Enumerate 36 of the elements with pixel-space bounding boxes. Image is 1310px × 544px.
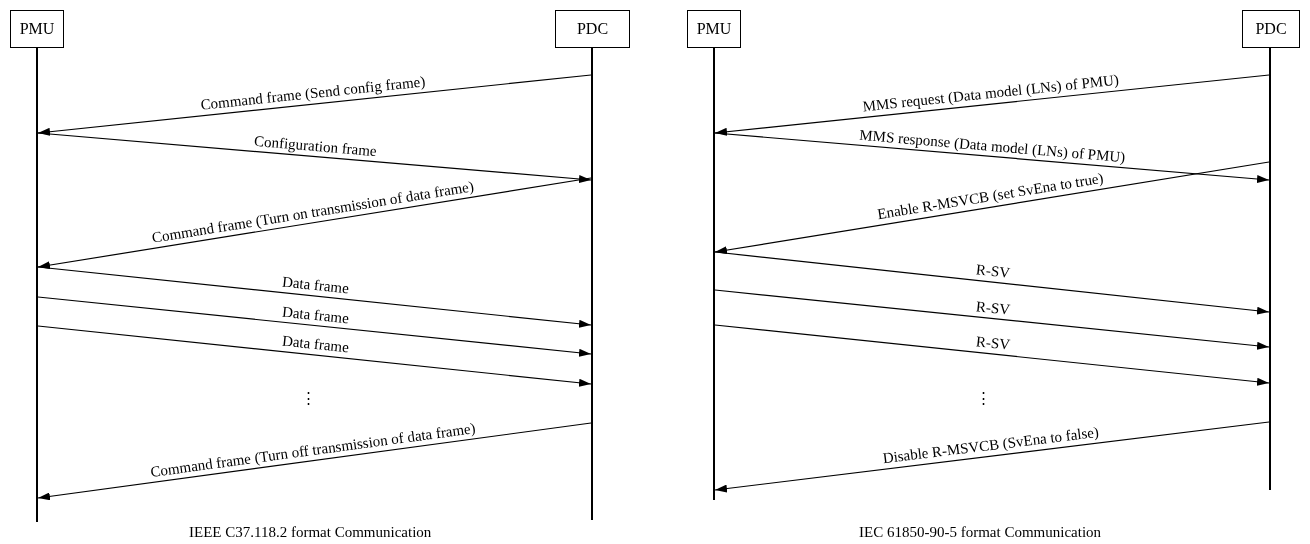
edge-label: Disable R-MSVCB (SvEna to false) bbox=[882, 423, 1100, 467]
arrow bbox=[714, 74, 1270, 136]
arrow bbox=[714, 132, 1270, 183]
arrow bbox=[714, 324, 1270, 386]
continuation-dots: ⋮ bbox=[300, 390, 316, 406]
edge-label: MMS request (Data model (LNs) of PMU) bbox=[862, 71, 1120, 115]
edge-label: Command frame (Send config frame) bbox=[200, 73, 427, 113]
edge-label: Data frame bbox=[281, 332, 350, 356]
arrow bbox=[37, 132, 592, 183]
edge-label: Command frame (Turn off transmission of data frame) bbox=[149, 419, 477, 480]
arrow bbox=[37, 74, 592, 136]
arrow bbox=[714, 289, 1270, 350]
arrow bbox=[714, 161, 1270, 254]
edge-label: R-SV bbox=[975, 333, 1012, 353]
edge-label: Data frame bbox=[281, 273, 350, 297]
caption: IEC 61850-90-5 format Communication bbox=[859, 524, 1102, 540]
arrow bbox=[37, 296, 592, 357]
continuation-dots: ⋮ bbox=[975, 390, 991, 406]
caption: IEEE C37.118.2 format Communication bbox=[189, 524, 432, 540]
arrow bbox=[37, 325, 592, 387]
edge-label: MMS response (Data model (LNs) of PMU) bbox=[859, 126, 1127, 165]
edge-label: Data frame bbox=[281, 303, 350, 326]
arrow bbox=[714, 421, 1270, 493]
edge-label: R-SV bbox=[975, 297, 1012, 318]
participant-box: PDC bbox=[555, 10, 630, 48]
edge-label: Configuration frame bbox=[253, 132, 378, 159]
participant-box: PMU bbox=[10, 10, 64, 48]
participant-box: PDC bbox=[1242, 10, 1300, 48]
arrow bbox=[37, 422, 592, 501]
edge-label: Enable R-MSVCB (set SvEna to true) bbox=[875, 169, 1105, 223]
arrow bbox=[37, 177, 592, 270]
arrow bbox=[714, 251, 1270, 315]
edge-label: R-SV bbox=[975, 261, 1012, 281]
participant-box: PMU bbox=[687, 10, 741, 48]
edge-label: Command frame (Turn on transmission of data frame) bbox=[150, 177, 475, 246]
arrow bbox=[37, 266, 592, 328]
